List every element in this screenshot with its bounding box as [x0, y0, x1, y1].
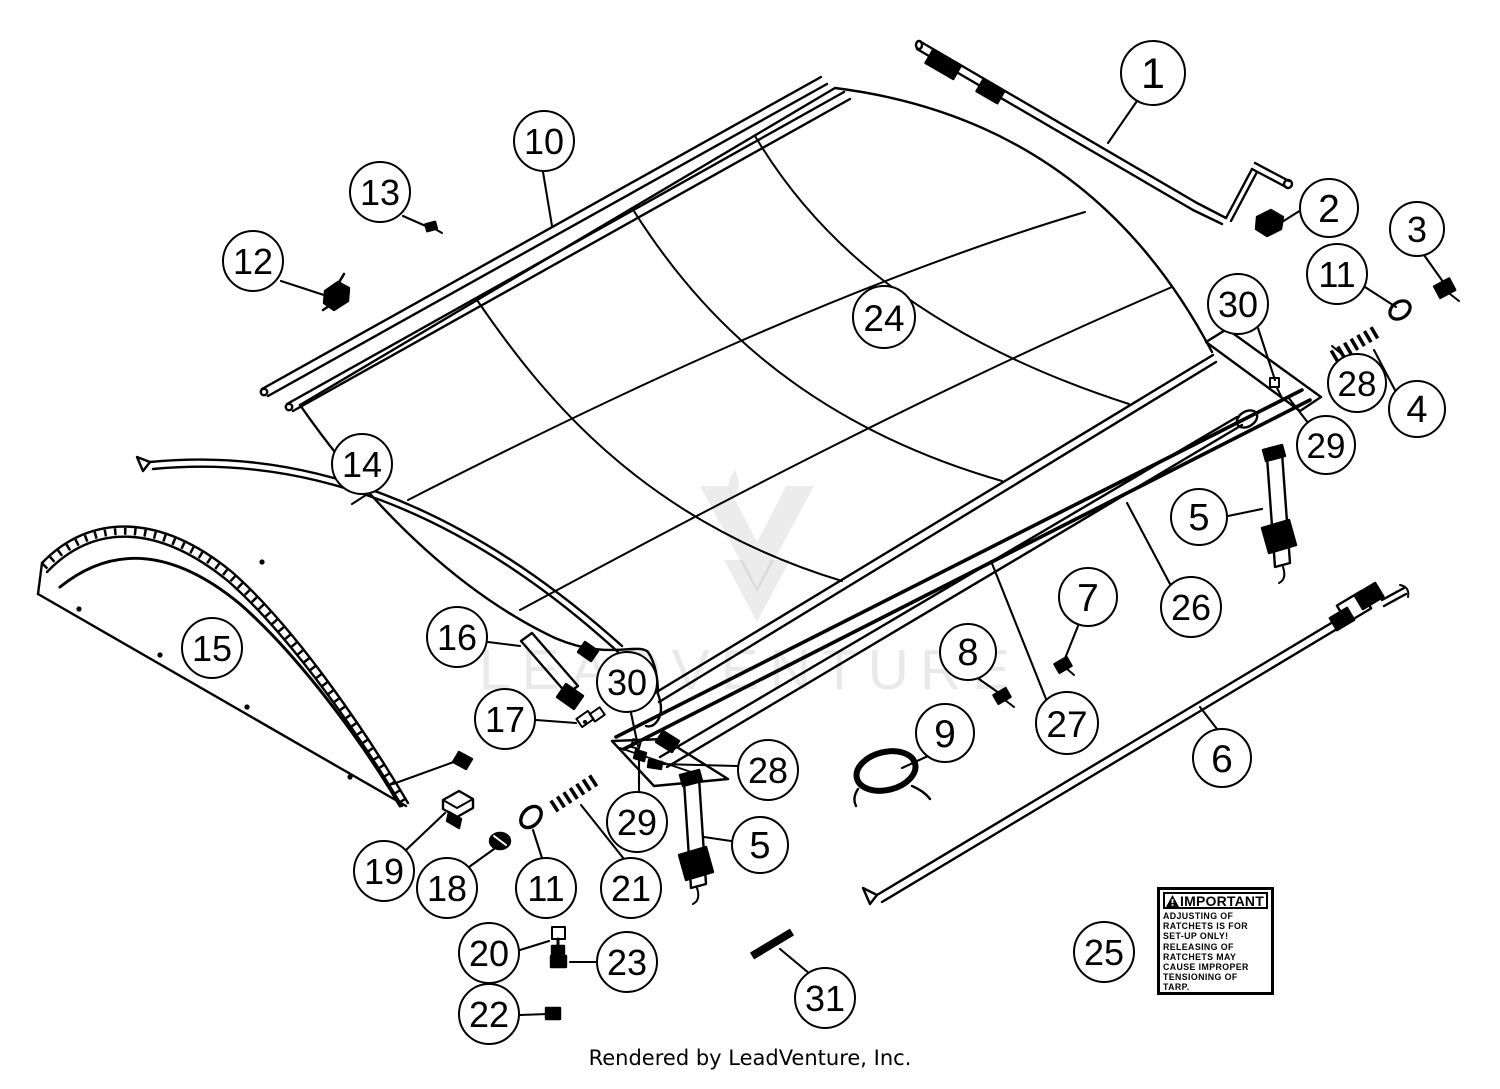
callout-10: 10 — [513, 110, 575, 172]
callout-17: 17 — [474, 688, 536, 750]
callout-24: 24 — [852, 285, 916, 349]
callout-22: 22 — [458, 983, 520, 1045]
callout-11: 11 — [1306, 243, 1368, 305]
callout-29: 29 — [606, 791, 668, 853]
leadventure-flame-logo-icon — [700, 470, 814, 622]
decal-body: ADJUSTING OF RATCHETS IS FOR SET-UP ONLY… — [1163, 911, 1268, 993]
callout-3: 3 — [1389, 201, 1445, 257]
small-parts — [321, 208, 1460, 1021]
callout-8: 8 — [939, 623, 997, 681]
callout-5: 5 — [1170, 488, 1228, 546]
render-credit-caption: Rendered by LeadVenture, Inc. — [588, 1046, 912, 1070]
callout-6: 6 — [1192, 728, 1252, 788]
decal-title: IMPORTANT — [1180, 892, 1264, 909]
decal-line: ADJUSTING OF — [1163, 911, 1234, 921]
callout-12: 12 — [222, 230, 284, 292]
decal-line: SET-UP ONLY! — [1163, 931, 1229, 942]
callout-30: 30 — [596, 651, 658, 713]
callout-26: 26 — [1160, 576, 1222, 638]
callout-1: 1 — [1120, 40, 1186, 106]
callout-29: 29 — [1296, 415, 1356, 475]
callout-19: 19 — [353, 840, 415, 902]
callout-11: 11 — [515, 857, 577, 919]
callout-4: 4 — [1388, 380, 1446, 438]
callout-21: 21 — [600, 857, 662, 919]
callout-5: 5 — [731, 816, 789, 874]
callout-15: 15 — [181, 617, 243, 679]
warning-triangle-icon — [1166, 894, 1179, 907]
callout-30: 30 — [1207, 273, 1269, 335]
callout-28: 28 — [1327, 353, 1387, 413]
callout-14: 14 — [331, 433, 393, 495]
callout-2: 2 — [1299, 178, 1359, 238]
callout-23: 23 — [596, 931, 658, 993]
important-decal: IMPORTANT ADJUSTING OF RATCHETS IS FOR S… — [1157, 887, 1274, 995]
callout-27: 27 — [1035, 691, 1099, 755]
callout-20: 20 — [458, 922, 520, 984]
decal-line: TENSIONING OF — [1163, 972, 1238, 983]
leader-lines — [279, 99, 1448, 1017]
rail-assembly — [610, 327, 1323, 788]
callout-7: 7 — [1058, 567, 1118, 627]
end-panel — [36, 525, 410, 808]
callout-18: 18 — [416, 857, 478, 919]
callout-16: 16 — [426, 606, 488, 668]
callout-28: 28 — [737, 739, 799, 801]
decal-line: CAUSE IMPROPER — [1163, 962, 1249, 973]
callout-13: 13 — [349, 161, 411, 223]
decal-line: RELEASING OF — [1163, 941, 1234, 952]
side-bow — [135, 455, 624, 785]
decal-line: TARP. — [1163, 982, 1190, 993]
crank-handle — [914, 39, 1294, 226]
callout-31: 31 — [794, 967, 856, 1029]
tarp — [298, 86, 1214, 728]
callout-9: 9 — [915, 703, 975, 763]
decal-title-bar: IMPORTANT — [1163, 892, 1268, 909]
decal-line: RATCHETS MAY — [1163, 951, 1237, 962]
decal-line: RATCHETS IS FOR — [1163, 921, 1249, 932]
callout-25: 25 — [1073, 921, 1135, 983]
tension-pole — [861, 581, 1410, 906]
